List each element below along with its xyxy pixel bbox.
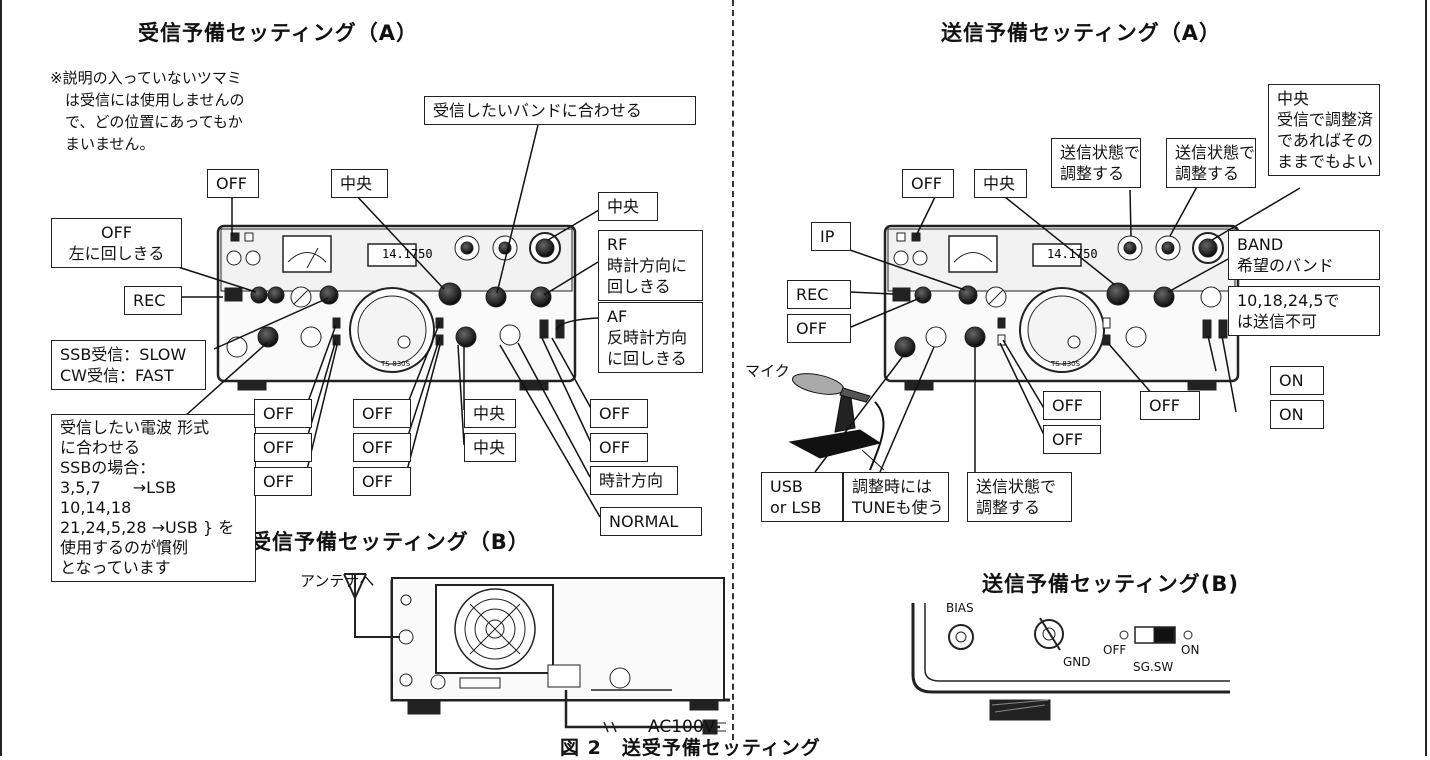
tx-plate-adjust-label: 送信状態で 調整する: [1166, 138, 1256, 188]
tx-heater-on-label: ON: [1270, 366, 1324, 395]
rx-notch-center-label: 中央: [464, 433, 516, 462]
tx-off-label-a: OFF: [1043, 391, 1101, 420]
tx-off-label-b: OFF: [1043, 425, 1101, 454]
tx-power-on-label: ON: [1270, 400, 1324, 429]
tx-band-label: BAND 希望のバンド: [1228, 230, 1380, 280]
tx-rear-panel: [911, 603, 1230, 721]
tx-sgsw-label: SG.SW: [1133, 660, 1174, 674]
rx-heater-off-label: OFF: [590, 399, 648, 428]
rx-general-note: ※説明の入っていないツマミ は受信には使用しませんの で、どの位置にあってもか …: [50, 69, 245, 153]
tx-band-note: 10,18,24,5で は送信不可: [1228, 286, 1380, 336]
tx-vox-off-label: OFF: [1140, 391, 1200, 420]
tx-rec-label: REC: [787, 280, 851, 309]
rx-radio-display: 14.1750: [382, 247, 433, 261]
rx-off-label-c3: OFF: [254, 467, 312, 496]
tx-radio-display: 14.1750: [1047, 247, 1098, 261]
rx-setting-a-title: 受信予備セッティング（A）: [138, 21, 418, 45]
rx-off-label-d1: OFF: [353, 399, 411, 428]
rx-drive-center-label: 中央: [598, 192, 658, 221]
rx-antenna-label: アンテナへ: [300, 572, 375, 590]
rx-rear-panel: [343, 573, 730, 735]
microphone-illustration: [788, 373, 885, 471]
tx-setting-b-title: 送信予備セッティング(B): [982, 572, 1239, 596]
rx-setting-b-title: 受信予備セッティング（B）: [250, 530, 530, 554]
tx-usb-lsb-label: USB or LSB: [761, 472, 843, 522]
tx-ip-label: IP: [811, 222, 851, 251]
tx-tune-label: 調整時には TUNEも使う: [843, 472, 949, 522]
tx-off-left-label: OFF: [787, 314, 851, 343]
rx-shift-center-label: 中央: [464, 399, 516, 428]
tx-off-label: OFF: [902, 169, 954, 198]
tx-sg-off-label: OFF: [1103, 643, 1127, 657]
tx-setting-a-title: 送信予備セッティング（A）: [941, 21, 1221, 45]
tx-drive-label: 中央 受信で調整済 であればその ままでもよい: [1268, 84, 1380, 176]
section-divider: [732, 0, 734, 740]
tx-carrier-label: 送信状態で 調整する: [967, 472, 1072, 522]
tx-sg-on-label: ON: [1181, 643, 1200, 657]
tx-center-label: 中央: [974, 169, 1027, 198]
rx-rf-label: RF 時計方向に 回しきる: [598, 230, 703, 301]
tx-load-adjust-label: 送信状態で 調整する: [1051, 138, 1141, 188]
rx-off-label-d2: OFF: [353, 433, 411, 462]
tx-transceiver-front: [883, 224, 1240, 391]
rx-mode-label: 受信したい電波 形式 に合わせる SSBの場合： 3,5,7 →LSB 10,1…: [51, 414, 256, 582]
tx-mic-label: マイク: [745, 362, 790, 380]
rx-radio-model: TS-830S: [380, 360, 411, 368]
rx-off-label: OFF: [207, 169, 259, 198]
rx-off-label-c1: OFF: [254, 399, 312, 428]
rx-band-label: 受信したいバンドに合わせる: [424, 96, 696, 125]
rx-off-label-d3: OFF: [353, 467, 411, 496]
rx-rec-label: REC: [124, 286, 182, 315]
rx-off-label-c2: OFF: [254, 433, 312, 462]
rx-agc-label: SSB受信：SLOW CW受信：FAST: [51, 340, 206, 390]
tx-bias-label: BIAS: [946, 601, 974, 615]
rx-af-rf-off-label: OFF 左に回しきる: [51, 218, 182, 268]
rx-ac100v-label: AC100V: [648, 717, 716, 737]
figure-caption: 図 2 送受予備セッティング: [560, 737, 821, 759]
tx-gnd-label: GND: [1063, 655, 1091, 669]
rx-af-label: AF 反時計方向 に回しきる: [598, 302, 703, 373]
rx-rit-center-label: 中央: [331, 169, 388, 198]
leader-lines: [171, 124, 1301, 518]
rx-power-off-label: OFF: [590, 433, 648, 462]
rx-normal-label: NORMAL: [600, 507, 702, 536]
tx-radio-model: TS-830S: [1050, 360, 1081, 368]
rx-vbt-clockwise-label: 時計方向: [590, 466, 678, 495]
